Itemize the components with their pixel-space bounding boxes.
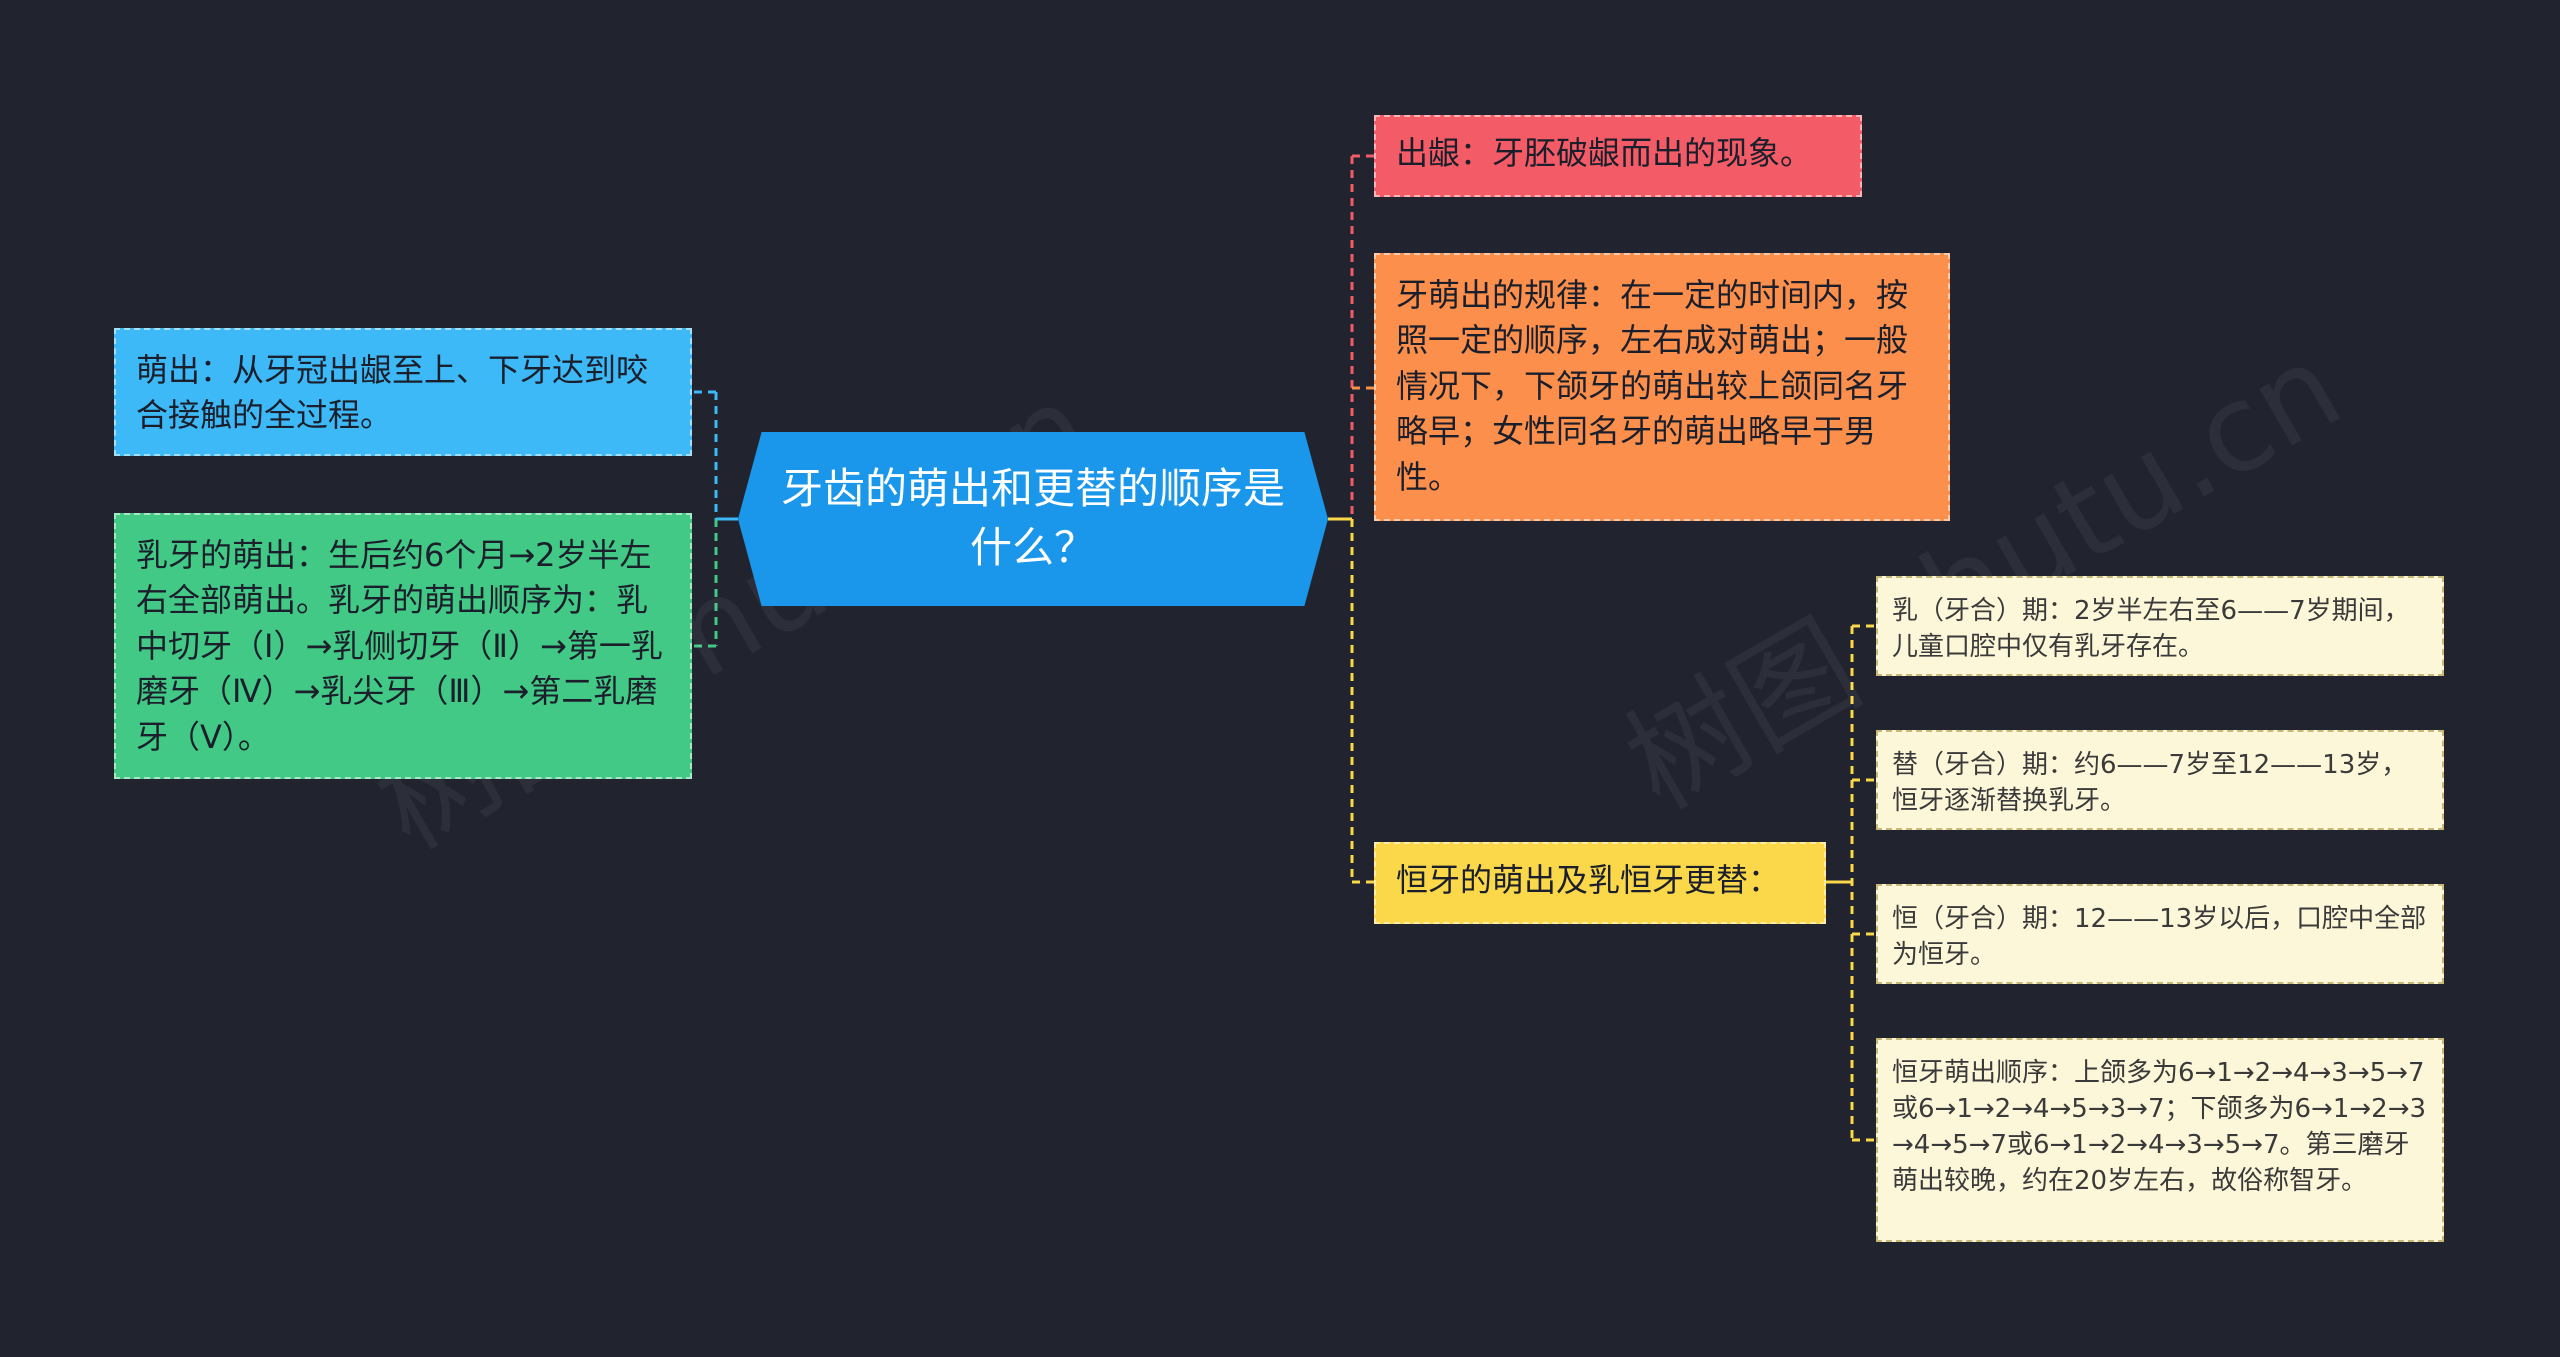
sub-node-eruption-order[interactable]: 恒牙萌出顺序：上颌多为6→1→2→4→3→5→7或6→1→2→4→5→3→7；下… xyxy=(1876,1038,2444,1242)
left-node-primary-teeth[interactable]: 乳牙的萌出：生后约6个月→2岁半左右全部萌出。乳牙的萌出顺序为：乳中切牙（Ⅰ）→… xyxy=(114,513,692,779)
node-text: 萌出：从牙冠出龈至上、下牙达到咬合接触的全过程。 xyxy=(136,351,649,435)
node-text: 恒牙的萌出及乳恒牙更替： xyxy=(1396,861,1781,899)
sub-node-permanent-dentition[interactable]: 恒（牙合）期：12——13岁以后，口腔中全部为恒牙。 xyxy=(1876,884,2444,984)
right-node-eruption-rules[interactable]: 牙萌出的规律：在一定的时间内，按照一定的顺序，左右成对萌出；一般情况下，下颌牙的… xyxy=(1374,253,1950,521)
central-topic-text: 牙齿的萌出和更替的顺序是什么？ xyxy=(780,464,1285,572)
sub-node-primary-dentition[interactable]: 乳（牙合）期：2岁半左右至6——7岁期间，儿童口腔中仅有乳牙存在。 xyxy=(1876,576,2444,676)
left-node-eruption[interactable]: 萌出：从牙冠出龈至上、下牙达到咬合接触的全过程。 xyxy=(114,328,692,456)
node-text: 恒（牙合）期：12——13岁以后，口腔中全部为恒牙。 xyxy=(1892,904,2427,970)
node-text: 出龈：牙胚破龈而出的现象。 xyxy=(1396,134,1813,172)
node-text: 替（牙合）期：约6——7岁至12——13岁，恒牙逐渐替换乳牙。 xyxy=(1892,750,2408,816)
central-topic[interactable]: 牙齿的萌出和更替的顺序是什么？ xyxy=(738,432,1328,606)
right-node-gum-eruption[interactable]: 出龈：牙胚破龈而出的现象。 xyxy=(1374,115,1862,197)
node-text: 恒牙萌出顺序：上颌多为6→1→2→4→3→5→7或6→1→2→4→5→3→7；下… xyxy=(1892,1058,2427,1196)
node-text: 乳（牙合）期：2岁半左右至6——7岁期间，儿童口腔中仅有乳牙存在。 xyxy=(1892,596,2410,662)
sub-node-mixed-dentition[interactable]: 替（牙合）期：约6——7岁至12——13岁，恒牙逐渐替换乳牙。 xyxy=(1876,730,2444,830)
node-text: 牙萌出的规律：在一定的时间内，按照一定的顺序，左右成对萌出；一般情况下，下颌牙的… xyxy=(1396,276,1909,496)
node-text: 乳牙的萌出：生后约6个月→2岁半左右全部萌出。乳牙的萌出顺序为：乳中切牙（Ⅰ）→… xyxy=(136,536,663,756)
right-node-permanent-teeth[interactable]: 恒牙的萌出及乳恒牙更替： xyxy=(1374,842,1826,924)
